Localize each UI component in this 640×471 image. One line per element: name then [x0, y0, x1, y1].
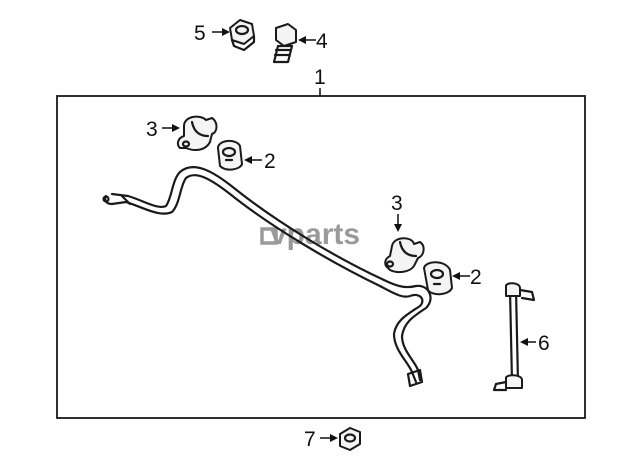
callout-3-lower: 3: [391, 192, 403, 232]
callout-2-lower: 2: [452, 266, 482, 289]
callout-label-1: 1: [314, 66, 326, 89]
part-3-bracket-lower: [384, 237, 425, 274]
callout-4: 4: [298, 30, 328, 53]
part-7-nut: [339, 427, 361, 451]
callout-label-3-lower: 3: [391, 192, 403, 215]
part-2-bushing-lower: [423, 261, 453, 296]
watermark-logo-mark: [260, 227, 278, 245]
part-4-bolt: [272, 23, 297, 64]
part-2-bushing-upper: [217, 140, 243, 171]
part-6-stabilizer-link: [492, 282, 536, 392]
callout-3-upper: 3: [146, 118, 180, 141]
callout-6: 6: [520, 332, 550, 355]
callout-7: 7: [304, 428, 338, 451]
callout-label-4: 4: [316, 30, 328, 53]
callout-2-upper: 2: [244, 150, 276, 173]
part-3-bracket-upper: [176, 115, 218, 151]
callout-label-7: 7: [304, 428, 316, 451]
callout-1: 1: [314, 66, 326, 96]
watermark: vparts: [260, 218, 360, 251]
callout-5: 5: [194, 22, 230, 45]
callout-label-2-lower: 2: [470, 266, 482, 289]
callout-label-3-upper: 3: [146, 118, 158, 141]
callout-label-6: 6: [538, 332, 550, 355]
part-1-stabilizer-bar: [102, 166, 432, 388]
callout-label-5: 5: [194, 22, 206, 45]
assembly-frame: [56, 95, 586, 419]
part-5-nut: [229, 19, 256, 52]
callout-label-2-upper: 2: [264, 150, 276, 173]
